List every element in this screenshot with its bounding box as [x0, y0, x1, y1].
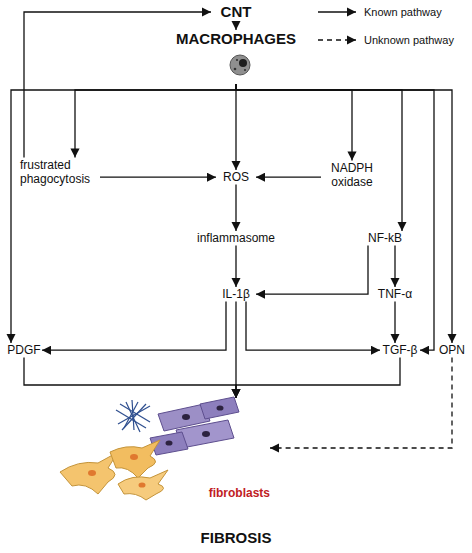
pathway-arrow: [42, 301, 226, 350]
cell-nucleus: [217, 405, 224, 410]
cell-nucleus: [139, 482, 146, 487]
collagen-fibers: [116, 400, 150, 432]
pathway-arrow: [235, 184, 236, 231]
fiber: [124, 402, 138, 428]
macrophage-granule: [244, 69, 246, 71]
pathway-arrow: [256, 245, 368, 294]
factor-label: NF-kB: [362, 231, 408, 245]
pathway-arrow: [236, 84, 434, 350]
process-label: frustrated phagocytosis: [20, 158, 100, 187]
legend-text: Known pathway: [364, 6, 442, 18]
legend-text: Unknown pathway: [364, 34, 454, 46]
cytokine-label: IL-1β: [216, 287, 256, 301]
pathway-arrow: [236, 84, 452, 343]
mediator-label: ROS: [216, 170, 256, 184]
pathway-arrow: [75, 84, 236, 158]
node-text: FIBROSIS: [181, 529, 291, 547]
growth-factor-label: TGF-β: [380, 343, 420, 357]
node-text: inflammasome: [186, 231, 286, 245]
macrophage-nucleus: [239, 59, 247, 67]
growth-factor-label: PDGF: [6, 343, 42, 357]
enzyme-label: NADPH oxidase: [321, 161, 383, 190]
pathway-arrow: [394, 301, 395, 343]
cell-nucleus: [202, 431, 210, 437]
legend-arrow: [318, 11, 356, 12]
legend-entry: Unknown pathway: [316, 32, 454, 48]
legend-entry: Known pathway: [316, 4, 442, 20]
myofibroblast: [200, 397, 239, 419]
node-text: PDGF: [6, 343, 42, 357]
node-text: MACROPHAGES: [161, 30, 311, 48]
pathway-arrow: [270, 357, 452, 448]
pathway-arrow: [236, 357, 400, 398]
cell-nucleus: [182, 414, 190, 420]
pathway-arrow: [235, 245, 236, 287]
node-text: CNT: [211, 3, 261, 21]
fibroblast-cells: [60, 440, 168, 500]
macrophage-granule: [234, 68, 237, 71]
cell-nucleus: [166, 440, 173, 445]
node-text: frustrated phagocytosis: [20, 158, 100, 187]
node-text: IL-1β: [216, 287, 256, 301]
myofibroblast-cells: [150, 397, 239, 455]
fibroblast: [60, 452, 118, 494]
fibroblast: [110, 440, 160, 478]
node-text: ROS: [216, 170, 256, 184]
cytokine-label: TNF-α: [373, 287, 417, 301]
node-text: TGF-β: [380, 343, 420, 357]
outcome-label: FIBROSIS: [181, 529, 291, 547]
macrophage-cell: [230, 55, 250, 75]
macrophage-granule: [236, 59, 238, 61]
pathway-arrow: [235, 301, 236, 398]
node-text: TNF-α: [373, 287, 417, 301]
cell-nucleus: [130, 454, 138, 460]
pathway-arrow: [100, 177, 216, 178]
pathway-arrow: [246, 301, 380, 350]
legend-line-sample: [316, 4, 360, 20]
node-text: NADPH oxidase: [321, 161, 383, 190]
pathway-arrow: [11, 84, 236, 343]
legend-line-sample: [316, 32, 360, 48]
cell-label: fibroblasts: [55, 398, 270, 500]
agent-label: CNT: [211, 3, 261, 21]
node-text: fibroblasts: [55, 486, 270, 500]
protein-label: OPN: [435, 343, 469, 357]
pathway-arrow: [235, 21, 236, 30]
macrophage-icon: [230, 55, 250, 75]
cell-label: MACROPHAGES: [161, 30, 311, 84]
process-label: inflammasome: [186, 231, 286, 245]
fibroblast: [118, 470, 168, 500]
pathway-arrow: [394, 245, 395, 287]
pathway-arrow: [235, 84, 236, 170]
node-text: OPN: [435, 343, 469, 357]
legend-arrow: [318, 39, 356, 40]
cell-nucleus: [88, 470, 96, 476]
pathway-arrow: [236, 84, 402, 231]
pathway-arrow: [256, 177, 321, 178]
node-text: NF-kB: [362, 231, 408, 245]
pathway-arrow: [24, 357, 236, 398]
pathway-arrow: [236, 84, 352, 161]
